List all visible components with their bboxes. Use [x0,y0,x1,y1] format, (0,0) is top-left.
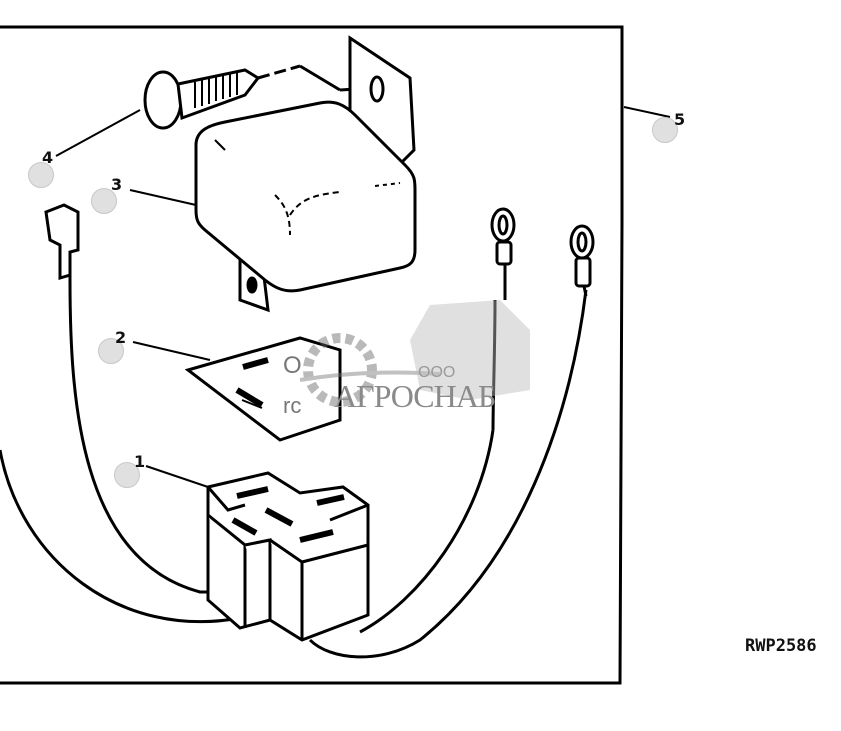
gasket-plate [184,336,342,442]
wires [0,279,588,659]
watermark-prefix: ООО [418,364,456,381]
kit-frame [0,25,624,685]
relay [194,35,417,313]
callout-marker-1[interactable] [114,462,140,488]
relay-socket [206,471,370,642]
callout-number-5: 5 [674,110,686,129]
watermark-fragment: О [283,352,302,379]
figure-code: RWP2586 [745,636,817,656]
callout-marker-5[interactable] [652,117,678,143]
ring-terminals [490,207,595,297]
callout-number-3: 3 [111,175,123,194]
watermark-fragment: rc [283,393,302,418]
callout-marker-2[interactable] [98,338,124,364]
callout-marker-3[interactable] [91,188,117,214]
screw [143,64,373,130]
callout-number-1: 1 [134,452,146,471]
callout-number-2: 2 [115,328,127,347]
leader-lines [55,106,671,488]
watermark-logo [299,300,530,407]
spade-connector [44,203,80,285]
callout-marker-4[interactable] [28,162,54,188]
watermark-brand: АГРОСНАБ [334,378,496,414]
callout-number-4: 4 [42,148,54,167]
